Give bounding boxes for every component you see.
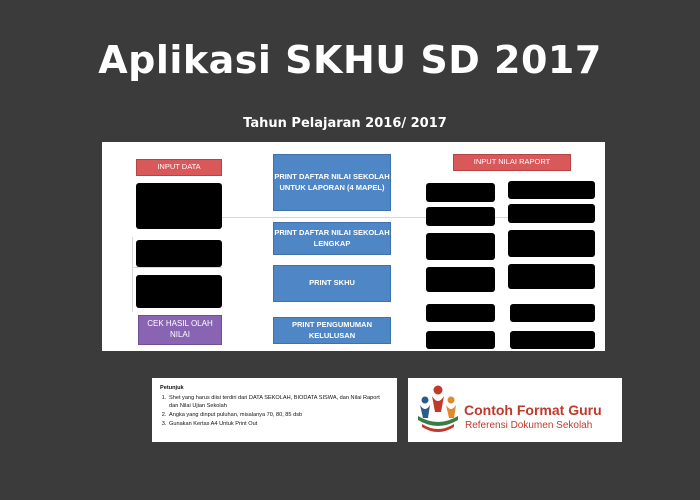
redacted-button[interactable] [510, 331, 595, 349]
brand-card: Contoh Format Guru Referensi Dokumen Sek… [408, 378, 622, 442]
print-daftar-nilai-laporan-button[interactable]: PRINT DAFTAR NILAI SEKOLAH UNTUK LAPORAN… [273, 154, 391, 211]
print-daftar-nilai-lengkap-button[interactable]: PRINT DAFTAR NILAI SEKOLAH LENGKAP [273, 222, 391, 255]
redacted-button[interactable] [136, 275, 222, 308]
brand-name: Contoh Format Guru [464, 402, 602, 418]
redacted-button[interactable] [508, 264, 595, 289]
redacted-button[interactable] [426, 304, 495, 322]
page-subtitle: Tahun Pelajaran 2016/ 2017 [243, 116, 447, 131]
redacted-button[interactable] [426, 207, 495, 226]
redacted-button[interactable] [426, 267, 495, 292]
redacted-button[interactable] [426, 233, 495, 260]
redacted-button[interactable] [136, 183, 222, 229]
redacted-button[interactable] [510, 304, 595, 322]
input-nilai-raport-button[interactable]: INPUT NILAI RAPORT [453, 154, 571, 171]
cek-hasil-olah-nilai-button[interactable]: CEK HASIL OLAH NILAI [138, 315, 222, 345]
connector-line [222, 217, 512, 218]
print-pengumuman-kelulusan-button[interactable]: PRINT PENGUMUMAN KELULUSAN [273, 317, 391, 344]
redacted-button[interactable] [508, 230, 595, 257]
people-logo-icon [418, 385, 458, 432]
menu-panel: INPUT DATA CEK HASIL OLAH NILAI PRINT DA… [102, 142, 605, 351]
instruction-item: Shet yang harus diisi terdiri dari DATA … [168, 394, 389, 411]
input-data-button[interactable]: INPUT DATA [136, 159, 222, 176]
connector-line [132, 237, 133, 312]
instructions-card: Petunjuk Shet yang harus diisi terdiri d… [152, 378, 397, 442]
redacted-button[interactable] [508, 181, 595, 199]
redacted-button[interactable] [136, 240, 222, 267]
instruction-item: Angka yang dinput puluhan, misalanya 70,… [168, 411, 389, 420]
redacted-button[interactable] [508, 204, 595, 223]
brand-tagline: Referensi Dokumen Sekolah [465, 420, 593, 431]
page-title: Aplikasi SKHU SD 2017 [98, 38, 602, 82]
instructions-heading: Petunjuk [160, 385, 184, 391]
instruction-item: Gunakan Kertas A4 Untuk Print Out [168, 420, 389, 429]
instructions-list: Shet yang harus diisi terdiri dari DATA … [160, 394, 389, 429]
redacted-button[interactable] [426, 331, 495, 349]
connector-line [132, 267, 222, 268]
redacted-button[interactable] [426, 183, 495, 202]
print-skhu-button[interactable]: PRINT SKHU [273, 265, 391, 302]
